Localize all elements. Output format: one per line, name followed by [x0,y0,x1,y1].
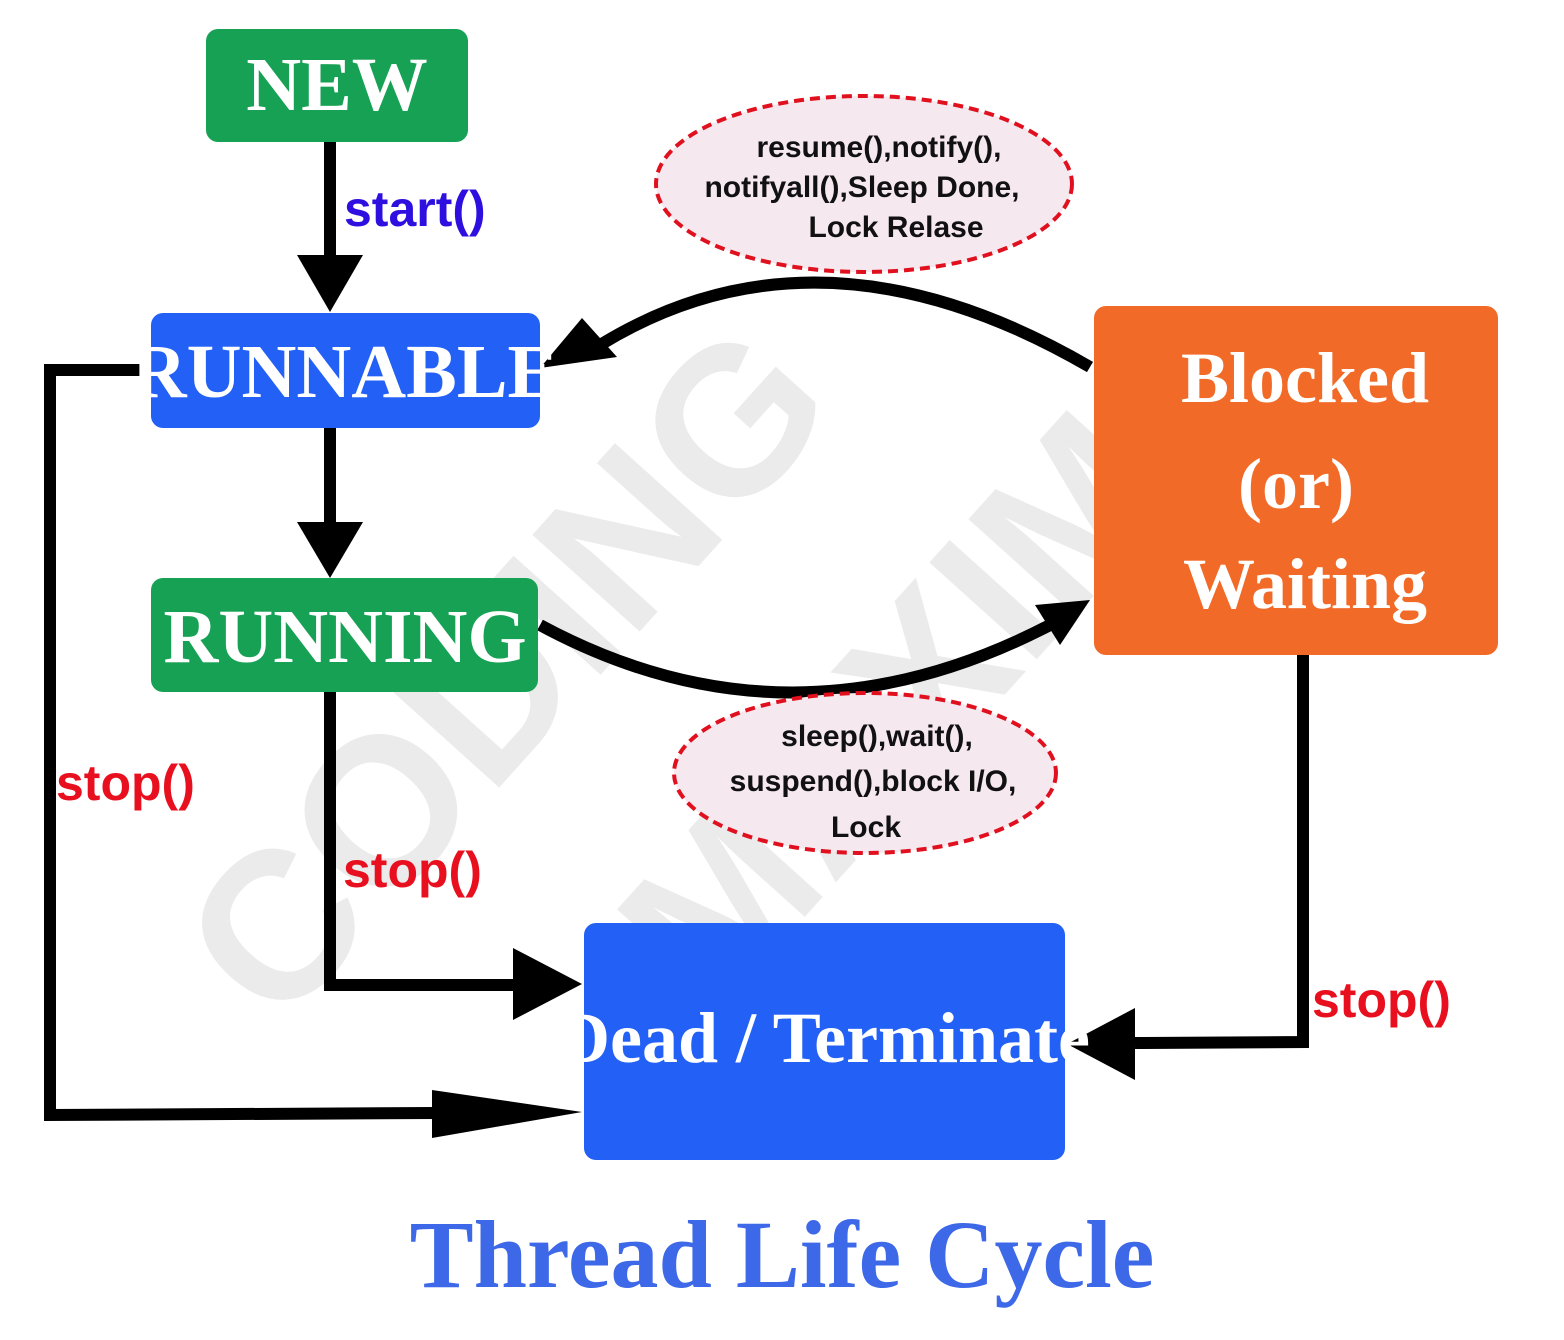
stop-method-label-running: stop() [343,842,482,898]
sleep-note-line-2: suspend(),block I/O, [730,765,1017,798]
sleep-note-bubble [672,691,1058,855]
resume-note-bubble [654,94,1074,274]
stop-method-label-blocked: stop() [1312,972,1451,1028]
running-box [151,578,538,692]
state-blocked: Blocked (or) Waiting [1094,306,1498,655]
arrowhead-running-to-blocked [1035,600,1090,645]
note-sleep: sleep(),wait(), suspend(),block I/O, Loc… [672,691,1058,855]
arrowhead-blocked-to-runnable [540,318,617,368]
blocked-box [1094,306,1498,655]
resume-note-line-1: resume(),notify(), [756,131,1001,164]
arrowhead-runnable-to-dead [432,1090,582,1138]
note-resume: resume(),notify(), notifyall(),Sleep Don… [654,94,1074,274]
arrowhead-new-to-runnable [297,255,363,312]
runnable-box [151,313,540,428]
arrow-running-to-blocked [537,619,1053,699]
resume-note-line-3: Lock Relase [808,211,983,244]
dead-label: Dead / Terminate [558,998,1090,1078]
arrowhead-blocked-to-dead [1067,1008,1135,1080]
arrow-blocked-to-runnable [596,276,1094,373]
arrowhead-running-to-dead [513,948,582,1020]
blocked-label-line-1: Blocked [1181,338,1429,418]
sleep-note-line-1: sleep(),wait(), [781,720,973,753]
sleep-note-line-3: Lock [831,811,901,844]
diagram-title: Thread Life Cycle [410,1201,1155,1308]
stop-method-label-runnable: stop() [56,755,195,811]
new-label: NEW [246,43,428,127]
dead-box [584,923,1065,1160]
new-box [206,29,468,142]
state-runnable: RUNNABLE [132,313,559,428]
arrowhead-runnable-to-running [297,522,363,578]
connectors [44,142,1309,1138]
resume-note-line-2: notifyall(),Sleep Done, [704,171,1019,204]
arrow-runnable-to-dead [44,364,436,1122]
arrow-running-to-dead [324,690,515,991]
runnable-label: RUNNABLE [132,330,559,414]
arrow-blocked-to-dead [1134,655,1309,1049]
blocked-label-line-2: (or) [1238,444,1354,524]
state-dead: Dead / Terminate [558,923,1090,1160]
blocked-label-line-3: Waiting [1183,544,1427,624]
state-running: RUNNING [151,578,538,692]
running-label: RUNNING [163,595,526,679]
state-new: NEW [206,29,468,142]
start-method-label: start() [344,181,486,237]
